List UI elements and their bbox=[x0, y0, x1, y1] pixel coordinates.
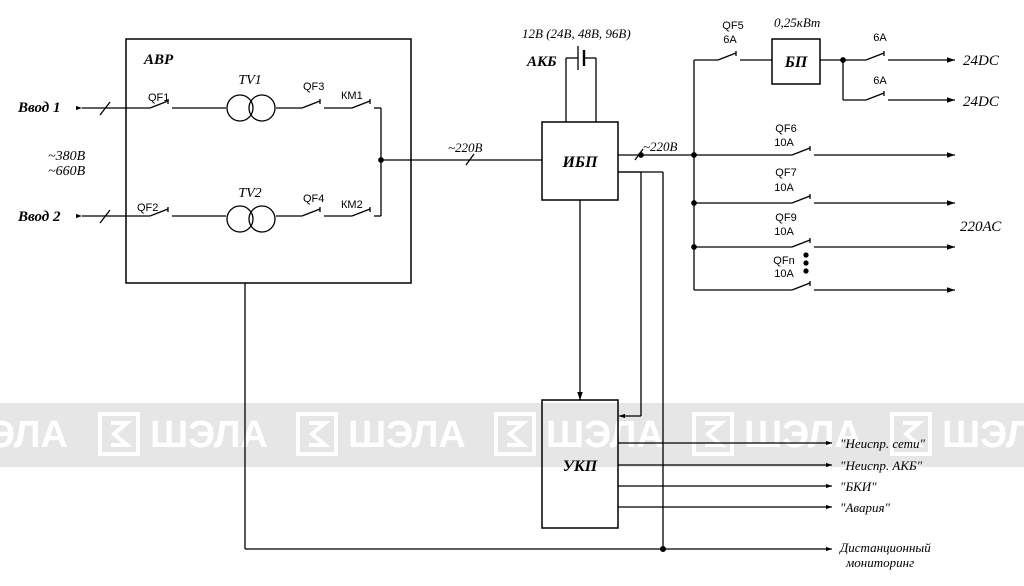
avr-block bbox=[125, 38, 412, 284]
feeder-qf9 bbox=[694, 238, 955, 250]
qf2-label: QF2 bbox=[137, 202, 158, 214]
feeder-qf7 bbox=[694, 194, 955, 206]
svg-text:ШЭЛА: ШЭЛА bbox=[150, 414, 268, 456]
svg-text:ШЭЛА: ШЭЛА bbox=[942, 414, 1024, 456]
dc-output-1-label: 24DC bbox=[963, 53, 1000, 69]
voltage-660: ~660В bbox=[48, 164, 86, 179]
ac-output-label: 220АС bbox=[960, 219, 1002, 235]
dc1-rating: 6А bbox=[873, 32, 887, 44]
qf5-rating: 6А bbox=[723, 34, 737, 46]
watermark-logo: ШЭЛА bbox=[494, 412, 664, 456]
ukp-block bbox=[541, 399, 619, 529]
qf1-label: QF1 bbox=[148, 92, 169, 104]
psu-label: БП bbox=[784, 54, 808, 71]
qf9-rating: 10А bbox=[774, 226, 794, 238]
svg-text:ШЭЛА: ШЭЛА bbox=[744, 414, 862, 456]
watermark-logo: ШЭЛА bbox=[98, 412, 268, 456]
input1-line bbox=[76, 94, 381, 122]
qf7-rating: 10А bbox=[774, 182, 794, 194]
watermark-logo: ШЭЛА bbox=[0, 414, 68, 456]
feeder-qf6 bbox=[694, 146, 955, 158]
qfn-dots bbox=[803, 252, 809, 274]
battery-voltage-label: 12В (24В, 48В, 96В) bbox=[522, 26, 631, 41]
ups-label: ИБП bbox=[561, 154, 598, 171]
tv2-label: TV2 bbox=[238, 186, 261, 201]
qf7-label: QF7 bbox=[775, 167, 796, 179]
voltage-380: ~380В bbox=[48, 149, 86, 164]
bus-voltage-in-label: ~220В bbox=[448, 140, 483, 155]
km2-label: КМ2 bbox=[341, 199, 363, 211]
signal-network-fault: "Неиспр. сети" bbox=[840, 436, 925, 451]
watermark-logo: ШЭЛА bbox=[890, 412, 1024, 456]
qfn-rating: 10А bbox=[774, 268, 794, 280]
qf9-label: QF9 bbox=[775, 212, 796, 224]
qf3-label: QF3 bbox=[303, 81, 324, 93]
qf4-label: QF4 bbox=[303, 193, 324, 205]
feeder-qfn bbox=[694, 281, 955, 293]
km1-label: КМ1 bbox=[341, 90, 363, 102]
psu-power-label: 0,25кВт bbox=[774, 15, 820, 30]
qfn-label: QFn bbox=[773, 255, 794, 267]
remote-monitoring-label-1: Дистанционный bbox=[838, 540, 931, 555]
signal-battery-fault: "Неиспр. АКБ" bbox=[840, 458, 923, 473]
tv1-label: TV1 bbox=[238, 73, 261, 88]
battery-symbol bbox=[565, 46, 597, 122]
qf6-label: QF6 bbox=[775, 123, 796, 135]
bus-voltage-out-label: ~220В bbox=[643, 139, 678, 154]
svg-text:ШЭЛА: ШЭЛА bbox=[546, 414, 664, 456]
akb-label: АКБ bbox=[526, 54, 557, 70]
watermark-logo: ШЭЛА bbox=[296, 412, 466, 456]
svg-text:ШЭЛА: ШЭЛА bbox=[0, 414, 68, 456]
ukp-label: УКП bbox=[563, 458, 598, 475]
svg-text:ШЭЛА: ШЭЛА bbox=[348, 414, 466, 456]
watermark: ШЭЛА ШЭЛА ШЭЛА ШЭЛА ШЭЛА ШЭЛА bbox=[0, 403, 1024, 467]
dc2-rating: 6А bbox=[873, 75, 887, 87]
remote-monitoring-label-2: мониторинг bbox=[845, 555, 914, 570]
dc-output-2-label: 24DC bbox=[963, 94, 1000, 110]
watermark-logo: ШЭЛА bbox=[692, 412, 862, 456]
signal-alarm: "Авария" bbox=[840, 500, 890, 515]
input2-label: Ввод 2 bbox=[17, 209, 61, 225]
qf5-label: QF5 bbox=[722, 20, 743, 32]
signal-bki: "БКИ" bbox=[840, 479, 877, 494]
input2-line bbox=[76, 205, 381, 233]
input1-label: Ввод 1 bbox=[17, 100, 61, 116]
qf6-rating: 10А bbox=[774, 137, 794, 149]
avr-label: АВР bbox=[143, 52, 174, 68]
psu-block bbox=[771, 38, 821, 85]
